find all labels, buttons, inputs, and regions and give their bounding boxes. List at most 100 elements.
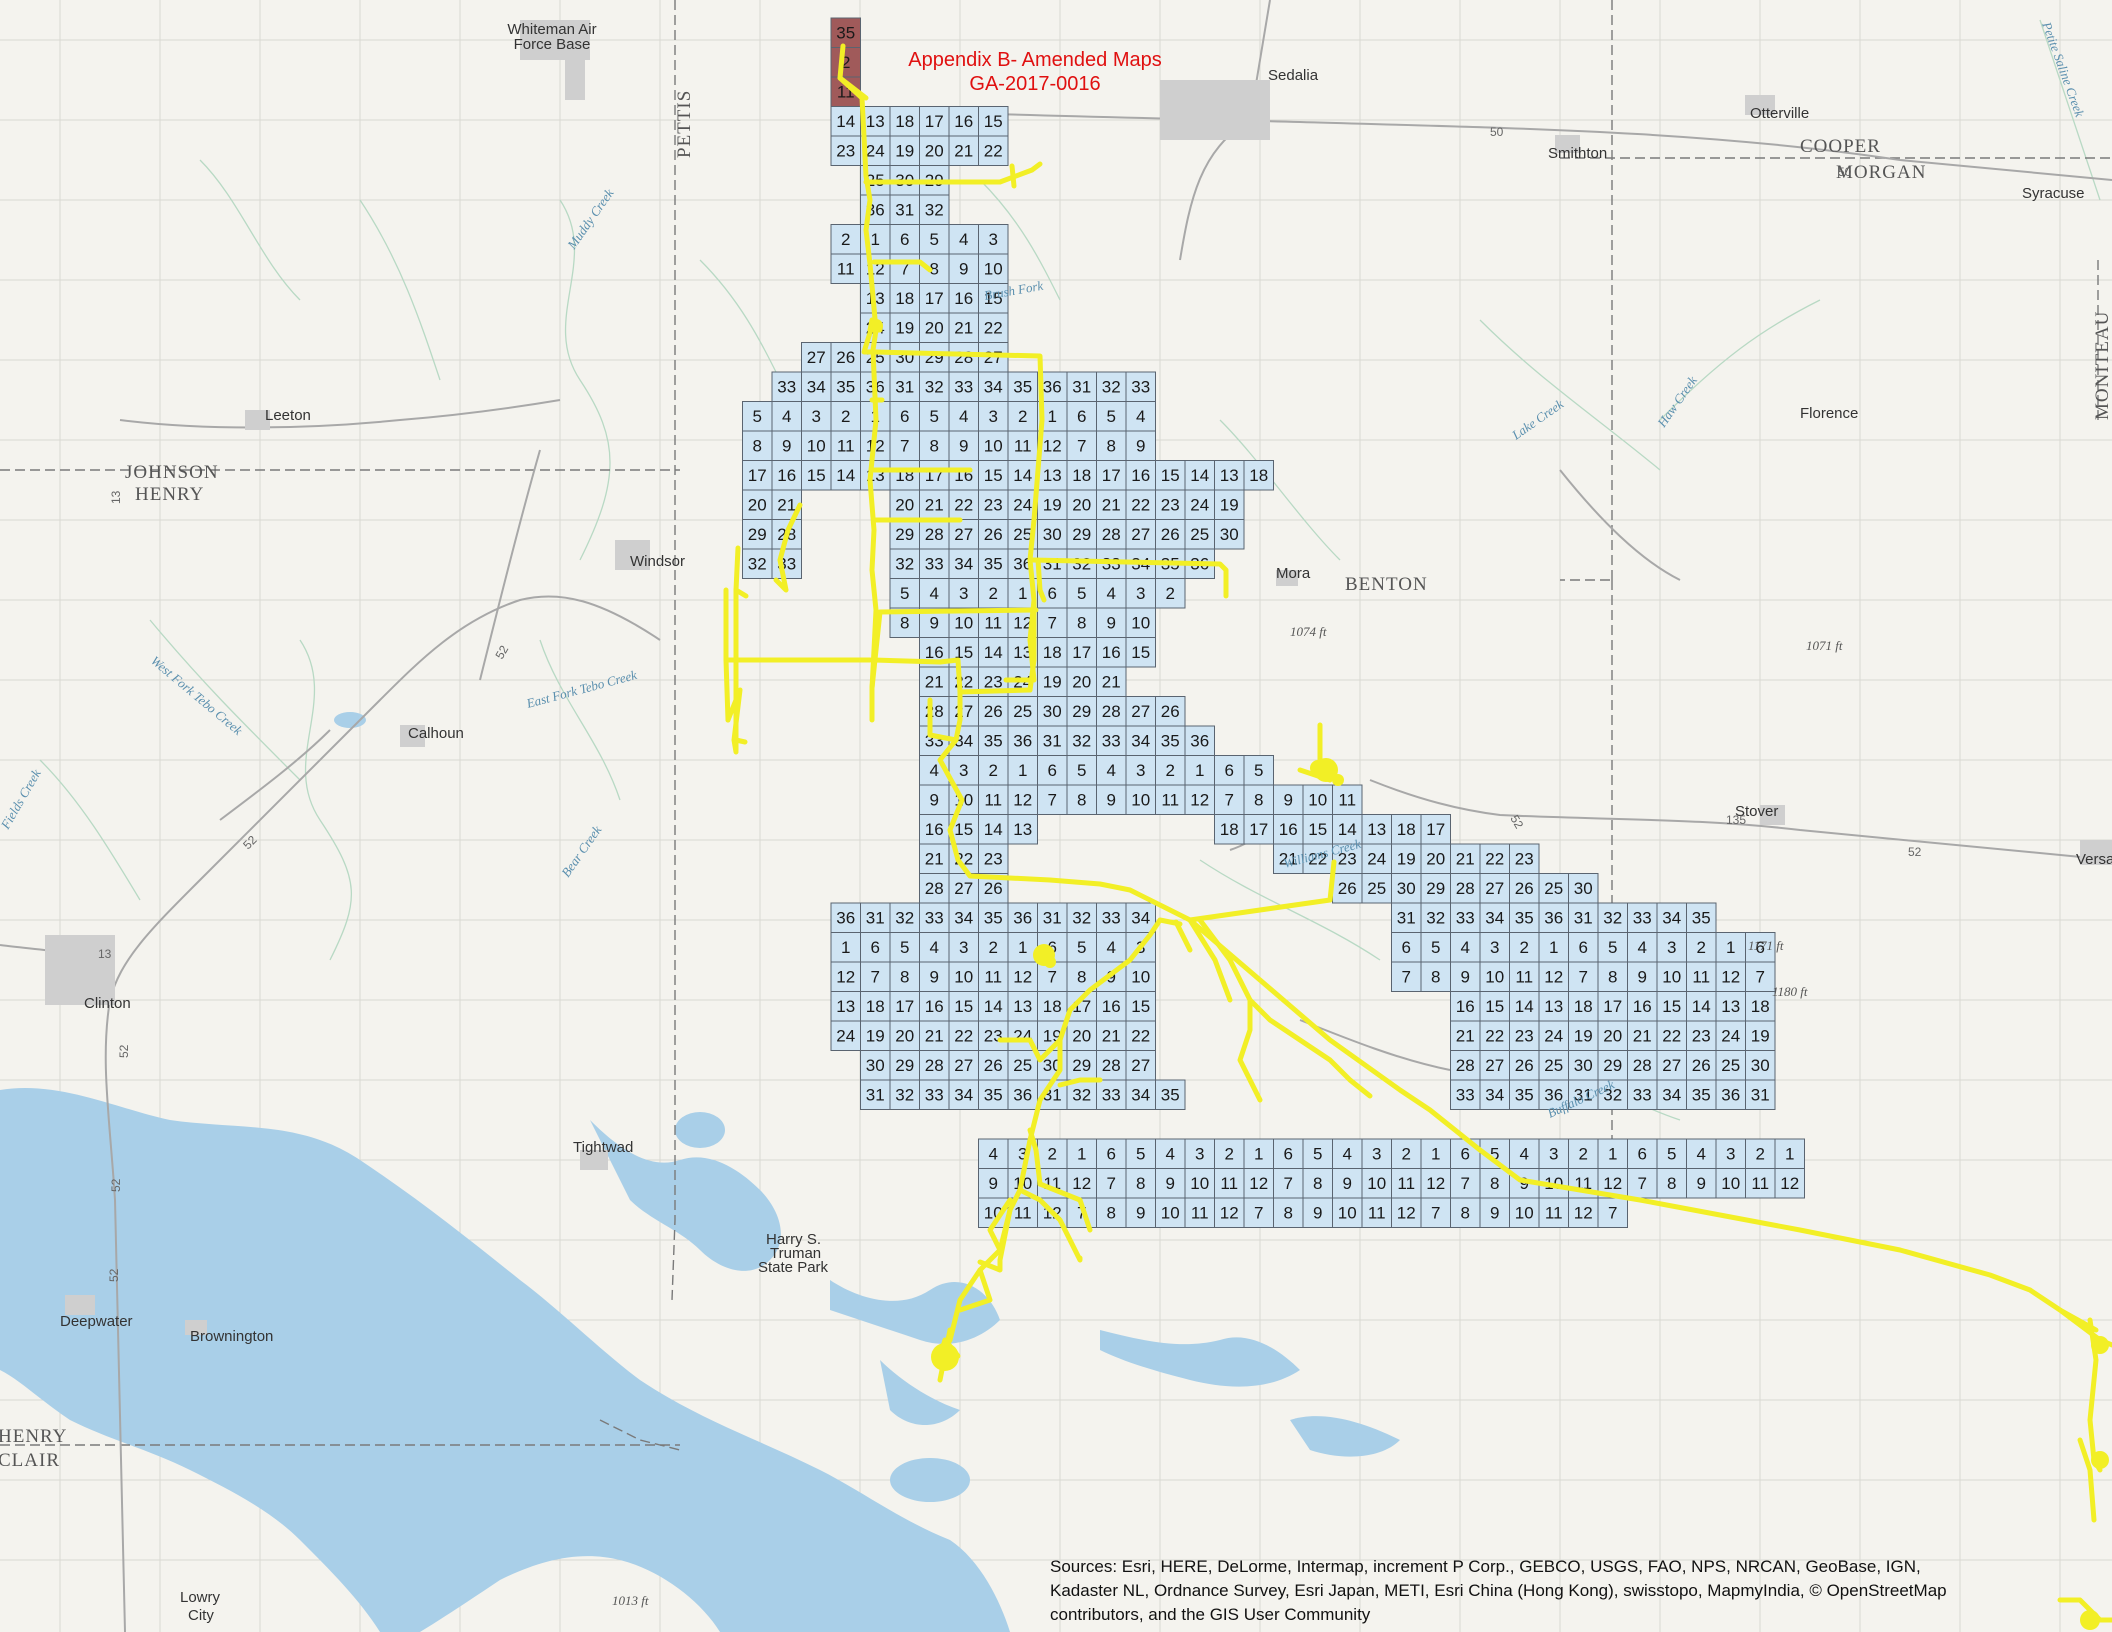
section-tile[interactable] (1037, 607, 1068, 638)
section-tile[interactable] (1125, 1020, 1156, 1051)
section-tile[interactable] (1037, 637, 1068, 668)
section-tile[interactable] (1568, 1197, 1599, 1228)
section-tile[interactable] (1686, 1050, 1717, 1081)
section-tile[interactable] (1066, 1050, 1097, 1081)
section-tile[interactable] (771, 430, 802, 461)
section-tile[interactable] (1037, 725, 1068, 756)
section-tile[interactable] (1656, 1079, 1687, 1110)
section-tile[interactable] (1509, 1050, 1540, 1081)
section-tile[interactable] (1745, 1050, 1776, 1081)
section-tile[interactable] (1214, 519, 1245, 550)
section-tile[interactable] (1391, 961, 1422, 992)
section-tile[interactable] (978, 1138, 1009, 1169)
section-tile[interactable] (1243, 1168, 1274, 1199)
section-tile[interactable] (1125, 460, 1156, 491)
section-tile[interactable] (1125, 1168, 1156, 1199)
section-tile[interactable] (1125, 784, 1156, 815)
section-tile[interactable] (1214, 489, 1245, 520)
section-tile[interactable] (1656, 1168, 1687, 1199)
section-tile[interactable] (1096, 1197, 1127, 1228)
section-tile[interactable] (1450, 991, 1481, 1022)
section-tile[interactable] (919, 666, 950, 697)
section-tile[interactable] (1597, 961, 1628, 992)
section-tile[interactable] (1509, 1079, 1540, 1110)
section-tile[interactable] (1420, 843, 1451, 874)
section-tile[interactable] (978, 1079, 1009, 1110)
section-tile[interactable] (1155, 1079, 1186, 1110)
section-tile[interactable] (1715, 991, 1746, 1022)
section-tile[interactable] (919, 784, 950, 815)
section-tile[interactable] (978, 578, 1009, 609)
section-tile[interactable] (919, 135, 950, 166)
section-tile[interactable] (1686, 902, 1717, 933)
section-tile[interactable] (830, 224, 861, 255)
section-tile[interactable] (889, 253, 920, 284)
section-tile[interactable] (948, 548, 979, 579)
section-tile[interactable] (1125, 961, 1156, 992)
section-tile[interactable] (1155, 784, 1186, 815)
section-tile[interactable] (1450, 1168, 1481, 1199)
section-tile[interactable] (1096, 519, 1127, 550)
section-tile[interactable] (830, 106, 861, 137)
section-tile[interactable] (742, 430, 773, 461)
section-tile[interactable] (1745, 991, 1776, 1022)
section-tile[interactable] (1597, 932, 1628, 963)
section-tile[interactable] (801, 371, 832, 402)
section-tile[interactable] (978, 1020, 1009, 1051)
section-tile[interactable] (978, 460, 1009, 491)
section-tile[interactable] (830, 932, 861, 963)
section-tile[interactable] (1096, 460, 1127, 491)
section-tile[interactable] (919, 194, 950, 225)
section-tile[interactable] (919, 961, 950, 992)
section-tile[interactable] (919, 873, 950, 904)
section-tile[interactable] (948, 519, 979, 550)
section-tile[interactable] (1066, 1020, 1097, 1051)
section-tile[interactable] (801, 401, 832, 432)
section-tile[interactable] (1037, 1138, 1068, 1169)
section-tile[interactable] (1125, 1197, 1156, 1228)
section-tile[interactable] (1214, 784, 1245, 815)
section-tile[interactable] (1096, 489, 1127, 520)
section-tile[interactable] (1332, 1197, 1363, 1228)
section-tile[interactable] (742, 489, 773, 520)
section-tile[interactable] (1391, 902, 1422, 933)
section-tile[interactable] (1066, 902, 1097, 933)
section-tile[interactable] (1125, 489, 1156, 520)
section-tile[interactable] (1243, 814, 1274, 845)
section-tile[interactable] (978, 637, 1009, 668)
section-tile[interactable] (948, 106, 979, 137)
section-tile[interactable] (860, 253, 891, 284)
section-tile[interactable] (1361, 843, 1392, 874)
section-tile[interactable] (1391, 873, 1422, 904)
section-tile[interactable] (1715, 1050, 1746, 1081)
section-tile[interactable] (919, 1050, 950, 1081)
section-tile[interactable] (1715, 1168, 1746, 1199)
section-tile[interactable] (1538, 902, 1569, 933)
section-tile[interactable] (919, 991, 950, 1022)
section-tile[interactable] (919, 430, 950, 461)
section-tile[interactable] (1656, 961, 1687, 992)
section-tile[interactable] (1155, 460, 1186, 491)
section-tile[interactable] (1361, 873, 1392, 904)
section-tile[interactable] (1420, 873, 1451, 904)
section-tile[interactable] (1096, 991, 1127, 1022)
section-tile[interactable] (948, 1020, 979, 1051)
section-tile[interactable] (978, 135, 1009, 166)
section-tile[interactable] (1184, 784, 1215, 815)
section-tile[interactable] (1686, 1168, 1717, 1199)
section-tile[interactable] (1273, 843, 1304, 874)
section-tile[interactable] (1332, 784, 1363, 815)
section-tile[interactable] (1007, 814, 1038, 845)
section-tile[interactable] (860, 460, 891, 491)
section-tile[interactable] (1509, 873, 1540, 904)
section-tile[interactable] (1214, 755, 1245, 786)
section-tile[interactable] (801, 460, 832, 491)
section-tile[interactable] (1509, 843, 1540, 874)
section-tile[interactable] (889, 1079, 920, 1110)
section-tile[interactable] (830, 460, 861, 491)
section-tile[interactable] (1096, 430, 1127, 461)
section-tile[interactable] (860, 1079, 891, 1110)
section-tile[interactable] (1243, 755, 1274, 786)
section-tile[interactable] (1509, 1197, 1540, 1228)
section-tile[interactable] (1450, 961, 1481, 992)
